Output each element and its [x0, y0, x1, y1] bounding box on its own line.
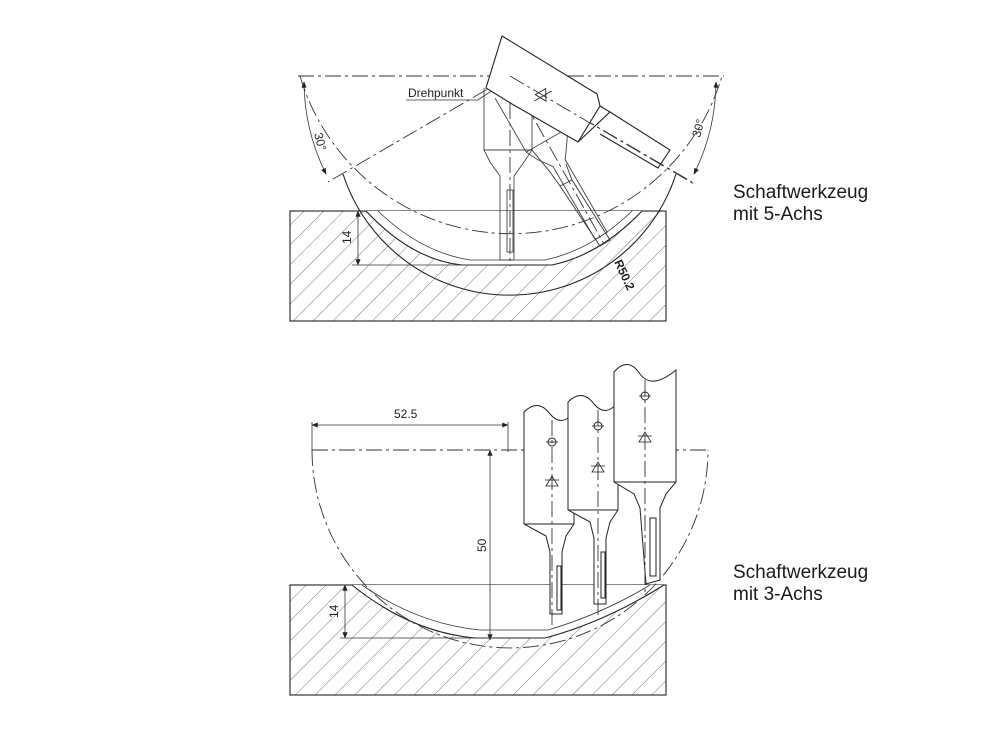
- reach-arc-top: [342, 173, 677, 296]
- angle-label-right: 30°: [689, 117, 707, 138]
- caption-5-axis-line2: mit 5-Achs: [733, 204, 823, 225]
- caption-5-axis: Schaftwerkzeug mit 5-Achs: [733, 182, 868, 226]
- width-label: 52.5: [394, 407, 418, 421]
- tool-position-1: [523, 405, 575, 628]
- caption-3-axis-line1: Schaftwerkzeug: [733, 562, 869, 583]
- pivot-label: Drehpunkt: [408, 86, 464, 100]
- tool-position-3: [613, 364, 677, 592]
- vertical-tool-ghost: [483, 88, 533, 261]
- height-label: 50: [475, 538, 489, 552]
- caption-5-axis-line1: Schaftwerkzeug: [733, 182, 869, 203]
- depth-label-bottom: 14: [327, 604, 341, 618]
- angle-label-left: 30°: [311, 131, 329, 152]
- tool-position-2: [567, 395, 619, 616]
- caption-3-axis: Schaftwerkzeug mit 3-Achs: [733, 562, 868, 606]
- top-view-5-axis: 14 R50.2 Drehpunkt 30° 30°: [289, 35, 724, 322]
- pocket-cut-bottom: [352, 585, 664, 638]
- tool-axis-symbol-top: [534, 87, 552, 103]
- tool-body-tilted: [531, 149, 611, 247]
- tool-holder-tilted: [485, 35, 671, 169]
- reach-arc-bottom: [311, 449, 709, 649]
- caption-3-axis-line2: mit 3-Achs: [733, 584, 823, 605]
- depth-label-top: 14: [340, 230, 354, 244]
- bottom-view-3-axis: 52.5 50 14: [289, 364, 709, 696]
